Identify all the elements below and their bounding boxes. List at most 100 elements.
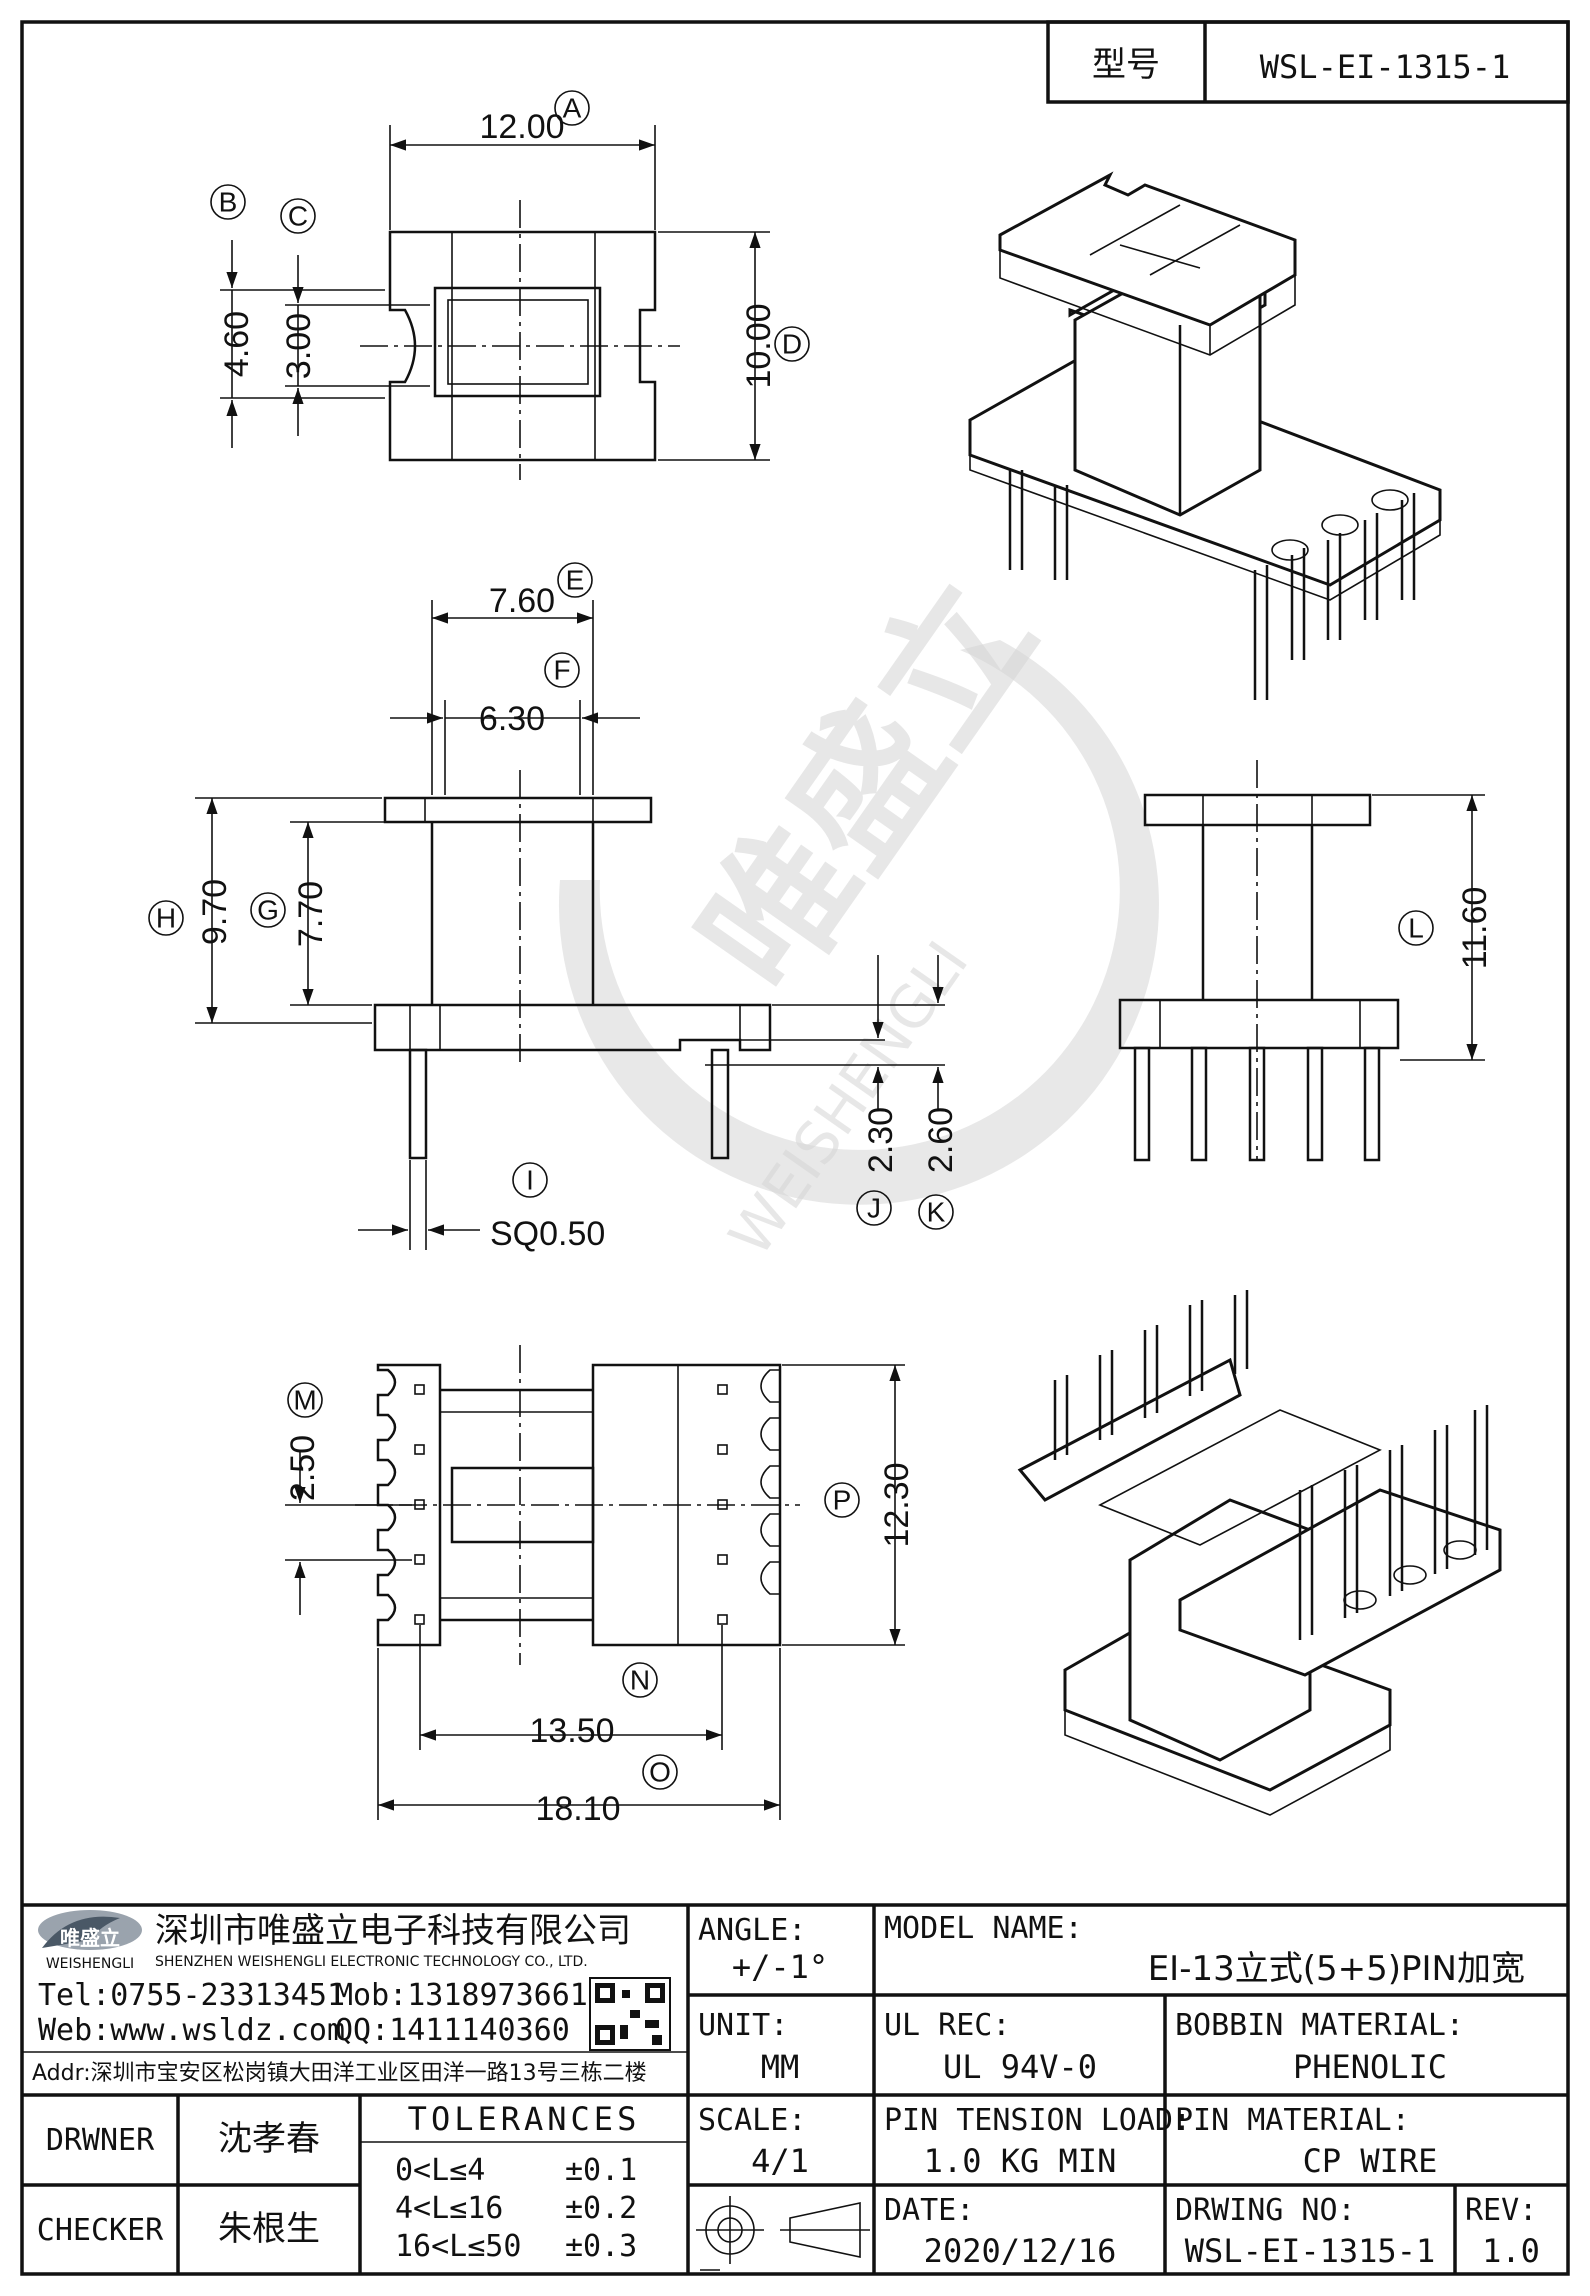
isometric-view-top (968, 171, 1442, 700)
dim-J-label: J (867, 1193, 881, 1224)
drawing-no-value: WSL-EI-1315-1 (1185, 2232, 1435, 2270)
pin-material-value: CP WIRE (1303, 2142, 1438, 2180)
tol-value-2: ±0.3 (565, 2229, 637, 2264)
checker-label: CHECKER (37, 2213, 164, 2248)
tolerances-label: TOLERANCES (408, 2100, 641, 2138)
date-label: DATE: (884, 2193, 974, 2228)
tol-range-1: 4<L≤16 (395, 2191, 503, 2226)
dim-F-value: 6.30 (479, 700, 545, 738)
dim-B-value: 4.60 (218, 311, 256, 377)
dim-H-label: H (156, 903, 176, 934)
bobbin-material-value: PHENOLIC (1293, 2048, 1447, 2086)
title-block (22, 1903, 1568, 2274)
dim-G-label: G (257, 895, 279, 926)
side-view (1118, 760, 1485, 1162)
tolerances-cell: TOLERANCES 0<L≤4 ±0.1 4<L≤16 ±0.2 16<L≤5… (395, 2100, 641, 2264)
model-label: 型号 (1092, 45, 1160, 85)
dim-B: 4.60 B (210, 184, 256, 377)
dim-O-label: O (649, 1757, 671, 1788)
scale-value: 4/1 (751, 2142, 809, 2180)
ul-rec-label: UL REC: (884, 2008, 1010, 2043)
dim-G-value: 7.70 (292, 881, 330, 947)
dim-H: 9.70 H (148, 879, 234, 945)
dim-L: 11.60 L (1398, 887, 1494, 970)
angle-label: ANGLE: (698, 1913, 806, 1948)
dim-M: 2.50 M (284, 1382, 323, 1501)
dim-B-label: B (219, 187, 238, 218)
dim-O-value: 18.10 (535, 1790, 620, 1828)
watermark: 唯盛立 WEISHENGLI (558, 552, 1159, 1268)
company-tel: Tel:0755-23313451 (38, 1978, 345, 2013)
logo-sub: WEISHENGLI (46, 1956, 134, 1972)
dim-L-label: L (1408, 913, 1424, 944)
company-en: SHENZHEN WEISHENGLI ELECTRONIC TECHNOLOG… (155, 1954, 588, 1970)
unit-label: UNIT: (698, 2008, 788, 2043)
dim-E: 7.60 E (489, 562, 593, 620)
bottom-view (285, 1345, 905, 1820)
company-block: 唯盛立 WEISHENGLI 深圳市唯盛立电子科技有限公司 SHENZHEN W… (32, 1910, 671, 2086)
dim-I-value: SQ0.50 (490, 1215, 605, 1253)
company-web: Web:www.wsldz.com (38, 2013, 345, 2048)
dim-D: 10.00 D (740, 303, 810, 389)
dim-D-label: D (782, 329, 802, 360)
dim-M-label: M (293, 1385, 316, 1416)
dim-K-value: 2.60 (922, 1107, 960, 1173)
dim-E-label: E (566, 565, 585, 596)
top-view (220, 125, 770, 480)
model-name-label: MODEL NAME: (884, 1911, 1083, 1946)
dim-N-value: 13.50 (529, 1712, 614, 1750)
dim-H-value: 9.70 (196, 879, 234, 945)
dim-K: 2.60 K (918, 1107, 960, 1230)
tol-value-1: ±0.2 (565, 2191, 637, 2226)
dim-C: 3.00 C (280, 198, 318, 379)
tol-value-0: ±0.1 (565, 2153, 637, 2188)
dim-O: 18.10 O (535, 1754, 678, 1828)
dim-P-label: P (833, 1485, 852, 1516)
company-mob: Mob:13189736612 (335, 1978, 606, 2013)
bobbin-material-label: BOBBIN MATERIAL: (1175, 2008, 1464, 2043)
company-qq: QQ:1411140360 (335, 2013, 570, 2048)
rev-label: REV: (1465, 2193, 1537, 2228)
logo-text: 唯盛立 (60, 1926, 120, 1950)
dim-N: 13.50 N (529, 1662, 658, 1750)
dim-K-label: K (927, 1197, 946, 1228)
dim-N-label: N (630, 1665, 650, 1696)
company-cn: 深圳市唯盛立电子科技有限公司 (155, 1911, 631, 1951)
pin-tension-label: PIN TENSION LOAD: (884, 2103, 1191, 2138)
ul-rec-value: UL 94V-0 (943, 2048, 1097, 2086)
dim-J-value: 2.30 (862, 1107, 900, 1173)
dim-M-value: 2.50 (284, 1435, 322, 1501)
dim-C-label: C (288, 201, 308, 232)
dim-A: 12.00 A (479, 90, 590, 146)
company-logo: 唯盛立 WEISHENGLI (38, 1910, 142, 1972)
dim-L-value: 11.60 (1456, 887, 1494, 970)
dim-P: 12.30 P (824, 1462, 916, 1548)
sheet-border (20, 20, 1570, 2276)
drawner-label: DRWNER (46, 2123, 155, 2158)
dim-A-label: A (563, 93, 582, 124)
qr-code (589, 1977, 671, 2051)
dim-D-value: 10.00 (740, 303, 778, 388)
tol-range-0: 0<L≤4 (395, 2153, 485, 2188)
dim-A-value: 12.00 (479, 108, 564, 146)
dim-F-label: F (553, 655, 570, 686)
drawner-value: 沈孝春 (218, 2119, 320, 2159)
dim-J: 2.30 J (856, 1107, 900, 1226)
pin-material-label: PIN MATERIAL: (1175, 2103, 1410, 2138)
date-value: 2020/12/16 (924, 2232, 1117, 2270)
unit-value: MM (761, 2048, 800, 2086)
watermark-cn: 唯盛立 (667, 552, 1068, 1020)
model-value: WSL-EI-1315-1 (1260, 48, 1510, 86)
pin-tension-value: 1.0 KG MIN (924, 2142, 1117, 2180)
projection-symbol-icon (696, 2196, 870, 2264)
company-addr: Addr:深圳市宝安区松岗镇大田洋工业区田洋一路13号三栋二楼 (32, 2061, 647, 2086)
model-name-value: EI-13立式(5+5)PIN加宽 (1148, 1949, 1525, 1989)
dim-I-label: I (526, 1165, 534, 1196)
title-fields: ANGLE: +/-1° MODEL NAME: EI-13立式(5+5)PIN… (696, 1911, 1540, 2270)
scale-label: SCALE: (698, 2103, 806, 2138)
rev-value: 1.0 (1482, 2232, 1540, 2270)
approval-cells: DRWNER 沈孝春 CHECKER 朱根生 (37, 2119, 320, 2249)
dim-E-value: 7.60 (489, 582, 555, 620)
